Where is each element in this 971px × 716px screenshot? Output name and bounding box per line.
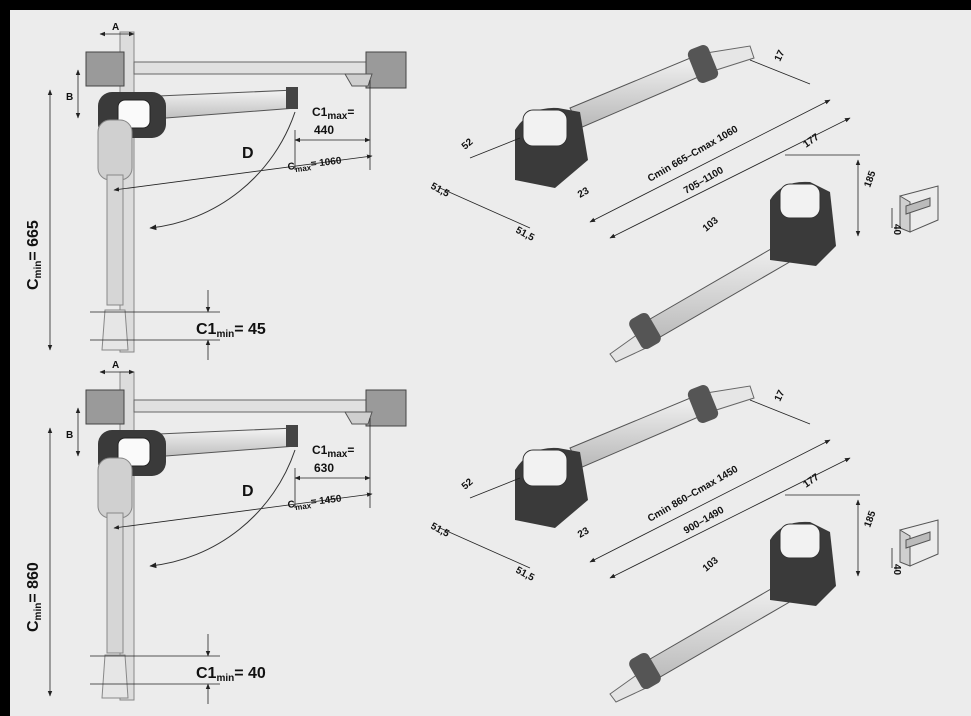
pillar-block bbox=[85, 51, 125, 87]
pillar-block-b bbox=[85, 389, 125, 425]
dim-b-label: B bbox=[66, 92, 73, 103]
iso4-dim-103: 103 bbox=[701, 555, 721, 574]
iso1-dim-17: 17 bbox=[773, 48, 788, 63]
iso1-dim-51a-line bbox=[439, 187, 531, 229]
iso1-overall: 705–1100 bbox=[682, 165, 726, 197]
iso1-tube bbox=[569, 53, 711, 129]
iso4-dim-185: 185 bbox=[862, 509, 878, 529]
iso1-motor-cover bbox=[522, 109, 568, 147]
iso3-end-cap bbox=[687, 385, 719, 423]
bottom-c1max-label: C1max= bbox=[312, 443, 354, 460]
bottom-angle-d-label: D bbox=[242, 483, 254, 500]
iso1-dim-51a: 51,5 bbox=[429, 181, 452, 200]
iso2-end-cap bbox=[629, 312, 661, 350]
dim-a-label: A bbox=[112, 22, 119, 33]
bottom-c1max-value: 630 bbox=[314, 461, 334, 475]
iso4-bracket-side bbox=[899, 529, 911, 567]
iso1-stroke: Cmin 665–Cmax 1060 bbox=[646, 124, 740, 185]
actuator-open-head bbox=[97, 119, 133, 181]
iso4-dim-40: 40 bbox=[891, 564, 902, 576]
iso3-motor-cover bbox=[522, 449, 568, 487]
top-side-view: A B C1max= 440 Cmax= 1060 D Cmin= 665 C1… bbox=[25, 22, 407, 360]
actuator-open-head-b bbox=[97, 457, 133, 519]
drawing-sheet: A B C1max= 440 Cmax= 1060 D Cmin= 665 C1… bbox=[10, 10, 971, 716]
top-cmin-label: Cmin= 665 bbox=[25, 220, 44, 290]
top-angle-d-label: D bbox=[242, 145, 254, 162]
gate-block bbox=[365, 51, 407, 89]
iso3-dim-51a-line bbox=[439, 527, 531, 569]
iso2-dim-185: 185 bbox=[862, 169, 878, 189]
iso3-dim-17: 17 bbox=[773, 388, 788, 403]
rear-bracket bbox=[101, 309, 129, 351]
rear-bracket-b bbox=[101, 654, 129, 699]
iso3-tube bbox=[569, 393, 711, 469]
iso2-dim-40: 40 bbox=[891, 224, 902, 236]
top-c1min-label: C1min= 45 bbox=[196, 321, 266, 340]
iso1-dim-51b: 51,5 bbox=[514, 225, 537, 244]
swing-arc-b bbox=[149, 449, 296, 569]
top-isometric-view: 52 51,5 51,5 23 Cmin 665–Cmax 1060 705–1… bbox=[429, 45, 939, 363]
bottom-cmin-label: Cmin= 860 bbox=[25, 562, 44, 632]
gate-block-b bbox=[365, 389, 407, 427]
arm-joint-b bbox=[286, 425, 298, 447]
iso1-end-cap bbox=[687, 45, 719, 83]
iso2-dim-177: 177 bbox=[801, 132, 821, 151]
cmax-line bbox=[113, 154, 373, 192]
iso1-dim-23: 23 bbox=[576, 185, 592, 200]
iso3-dim-23: 23 bbox=[576, 525, 592, 540]
bottom-cmax-label: Cmax= 1450 bbox=[287, 493, 343, 513]
gate-bracket-b bbox=[344, 411, 373, 425]
technical-drawing: A B C1max= 440 Cmax= 1060 D Cmin= 665 C1… bbox=[25, 22, 939, 704]
gate-leaf-b bbox=[133, 399, 375, 413]
iso2-dim-103: 103 bbox=[701, 215, 721, 234]
actuator-open-rod-b bbox=[106, 512, 124, 654]
iso4-motor-cover bbox=[779, 523, 821, 559]
top-c1max-value: 440 bbox=[314, 123, 334, 137]
gate-leaf bbox=[133, 61, 375, 75]
iso2-motor-cover bbox=[779, 183, 821, 219]
actuator-open-rod bbox=[106, 174, 124, 306]
iso3-overall: 900–1490 bbox=[682, 505, 726, 537]
iso3-dim-52: 52 bbox=[460, 476, 476, 492]
iso3-stroke: Cmin 860–Cmax 1450 bbox=[646, 464, 740, 525]
gate-bracket bbox=[344, 73, 373, 87]
iso3-dim-52-line bbox=[469, 477, 521, 499]
iso3-dim-51b: 51,5 bbox=[514, 565, 537, 584]
top-c1max-label: C1max= bbox=[312, 105, 354, 122]
iso4-dim-177: 177 bbox=[801, 472, 821, 491]
iso1-dim-52: 52 bbox=[460, 136, 476, 152]
arm-joint bbox=[286, 87, 298, 109]
iso1-dim-52-line bbox=[469, 137, 521, 159]
iso3-dim-51a: 51,5 bbox=[429, 521, 452, 540]
dim-a-label-b: A bbox=[112, 360, 119, 371]
iso3-dim-17-line bbox=[749, 399, 811, 425]
swing-arc bbox=[149, 111, 296, 231]
bottom-side-view: A B C1max= 630 Cmax= 1450 D Cmin= 860 C1… bbox=[25, 360, 407, 704]
iso1-dim-17-line bbox=[749, 59, 811, 85]
iso4-bracket-arm bbox=[905, 531, 931, 549]
bottom-c1min-label: C1min= 40 bbox=[196, 665, 266, 684]
bottom-isometric-view: 52 51,5 51,5 23 Cmin 860–Cmax 1450 900–1… bbox=[429, 385, 939, 703]
iso4-end-cap bbox=[629, 652, 661, 690]
cmax-line-b bbox=[113, 492, 373, 530]
iso2-bracket-arm bbox=[905, 197, 931, 215]
iso1-overall-line bbox=[609, 117, 851, 239]
top-cmax-label: Cmax= 1060 bbox=[287, 155, 343, 175]
dim-b-label-b: B bbox=[66, 430, 73, 441]
iso3-overall-line bbox=[609, 457, 851, 579]
